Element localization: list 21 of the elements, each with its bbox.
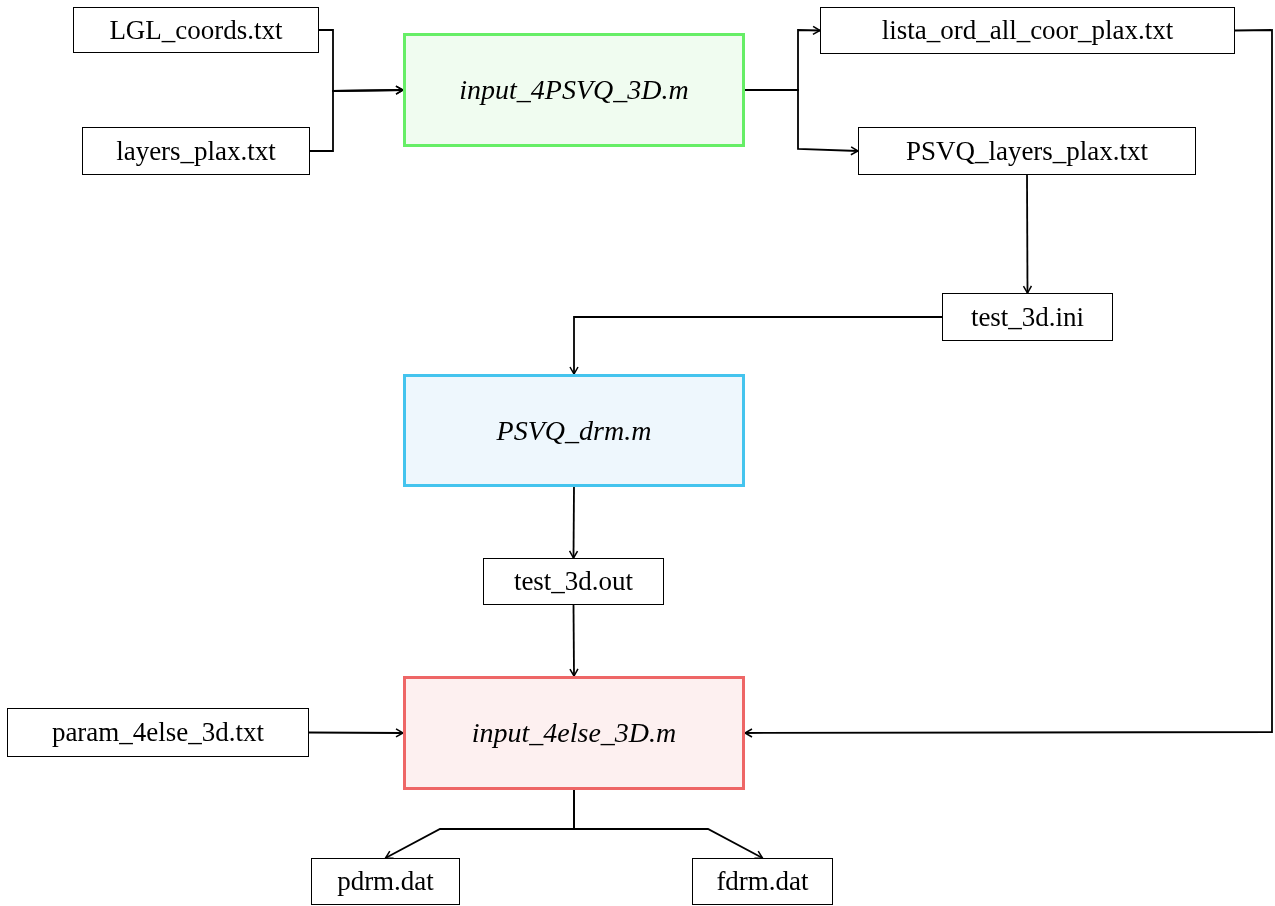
arrow bbox=[309, 85, 404, 152]
file-box: PSVQ_layers_plax.txt bbox=[858, 127, 1196, 175]
arrow bbox=[308, 728, 404, 738]
arrow bbox=[573, 789, 764, 859]
arrow bbox=[744, 89, 859, 156]
file-box: fdrm.dat bbox=[692, 858, 833, 905]
file-box: test_3d.ini bbox=[942, 293, 1113, 341]
arrow bbox=[744, 29, 1273, 738]
arrow bbox=[569, 604, 579, 677]
file-box: test_3d.out bbox=[483, 558, 664, 605]
arrow bbox=[1022, 174, 1033, 294]
arrow bbox=[569, 316, 943, 375]
file-box: layers_plax.txt bbox=[82, 127, 310, 175]
script-box: input_4PSVQ_3D.m bbox=[403, 33, 745, 147]
script-box: PSVQ_drm.m bbox=[403, 374, 745, 487]
file-box: lista_ord_all_coor_plax.txt bbox=[820, 7, 1235, 54]
script-box: input_4else_3D.m bbox=[403, 676, 745, 790]
file-box: pdrm.dat bbox=[311, 858, 460, 905]
arrow bbox=[568, 486, 579, 559]
file-box: LGL_coords.txt bbox=[73, 7, 319, 53]
file-box: param_4else_3d.txt bbox=[7, 708, 309, 757]
